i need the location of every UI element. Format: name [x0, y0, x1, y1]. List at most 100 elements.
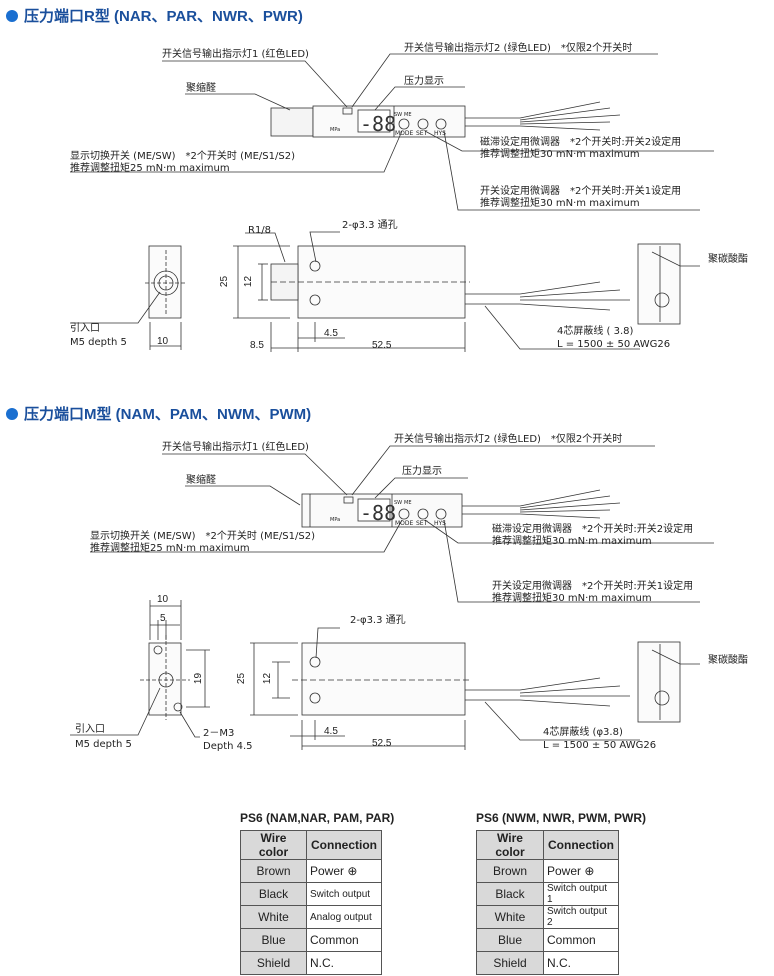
m-cable-length-label: L = 1500 ± 50 AWG26 [543, 740, 657, 751]
svg-text:-88: -88 [360, 501, 396, 525]
r-dim-length: 52.5 [372, 340, 392, 351]
r-inlet-label: 引入口 [70, 323, 100, 334]
r-side-material-label: 聚碳酸酯 [708, 254, 748, 265]
connection: Common [306, 928, 382, 952]
m-holes-label: 2-φ3.3 通孔 [350, 615, 406, 626]
wire-color: Black [240, 882, 307, 906]
m-inlet-label: 引入口 [75, 724, 105, 735]
bullet-icon [6, 408, 18, 420]
m-dim-mount-pitch: 19 [193, 672, 205, 685]
wire-color: Black [476, 882, 544, 906]
r-mode-switch-label: 显示切换开关 (ME/SW) *2个开关时 (ME/S1/S2) [70, 151, 295, 162]
table2-title: PS6 (NWM, NWR, PWM, PWR) [476, 811, 646, 825]
r-led2-label: 开关信号输出指示灯2 (绿色LED) *仅限2个开关时 [404, 43, 633, 54]
r-me-label: ME [404, 112, 412, 118]
m-mount-depth-label: Depth 4.5 [203, 741, 253, 752]
connection: Switch output [306, 882, 382, 906]
r-cable-label: 4芯屏蔽线 ( 3.8) [557, 326, 634, 337]
m-led1-label: 开关信号输出指示灯1 (红色LED) [162, 442, 309, 453]
connection: Power ⊕ [543, 859, 619, 883]
m-dim-hole-spacing: 5 [160, 613, 166, 624]
m-hys-label: HYS [434, 520, 446, 527]
m-dim-port: 12 [262, 672, 274, 685]
r-pressure-display-label: 压力显示 [404, 76, 444, 87]
m-dim-length: 52.5 [372, 738, 392, 749]
r-inlet-spec-label: M5 depth 5 [70, 337, 127, 348]
m-pressure-display-label: 压力显示 [402, 466, 442, 477]
r-dim-port: 12 [243, 275, 255, 288]
bullet-icon [6, 10, 18, 22]
connection: Power ⊕ [306, 859, 382, 883]
r-thread-label: R1/8 [248, 225, 272, 236]
connection: Switch output 2 [543, 905, 619, 929]
m-sw-label: SW [394, 500, 403, 506]
wire-color: White [240, 905, 307, 929]
section-r-title: 压力端口R型 (NAR、PAR、NWR、PWR) [6, 5, 303, 26]
m-dim-width: 10 [157, 594, 169, 605]
m-mode-label: MODE [395, 520, 414, 527]
svg-text:-88: -88 [360, 112, 396, 136]
m-side-material-label: 聚碳酸酯 [708, 655, 748, 666]
section-m-title: 压力端口M型 (NAM、PAM、NWM、PWM) [6, 403, 311, 424]
r-hys-torque-label: 推荐调整扭矩30 mN·m maximum [480, 149, 640, 160]
r-dim-width: 10 [157, 336, 169, 347]
m-mode-switch-label: 显示切换开关 (ME/SW) *2个开关时 (ME/S1/S2) [90, 531, 315, 542]
wire-color: White [476, 905, 544, 929]
m-dim-height: 25 [236, 672, 248, 685]
connection: Switch output 1 [543, 882, 619, 906]
wire-color: Brown [240, 859, 307, 883]
r-set-label: SET [416, 130, 428, 137]
m-set-pot-label: 开关设定用微调器 *2个开关时:开关1设定用 [492, 581, 694, 592]
r-led1-label: 开关信号输出指示灯1 (红色LED) [162, 49, 309, 60]
connection: Common [543, 928, 619, 952]
m-hys-torque-label: 推荐调整扭矩30 mN·m maximum [492, 536, 652, 547]
m-me-label: ME [404, 500, 412, 506]
m-housing-label: 聚缩醛 [186, 475, 216, 486]
wire-color: Blue [240, 928, 307, 952]
wire-color: Brown [476, 859, 544, 883]
m-mpa-label: MPa [330, 517, 341, 523]
m-dim-hole-offset: 4.5 [324, 726, 338, 737]
m-set-torque-label: 推荐调整扭矩30 mN·m maximum [492, 593, 652, 604]
r-dim-thread-length: 8.5 [250, 340, 264, 351]
r-set-pot-label: 开关设定用微调器 *2个开关时:开关1设定用 [480, 186, 682, 197]
m-mount-label: 2－M3 [203, 728, 235, 739]
r-mpa-label: MPa [330, 127, 341, 133]
connection: N.C. [306, 951, 382, 975]
r-hys-pot-label: 磁滞设定用微调器 *2个开关时:开关2设定用 [480, 137, 682, 148]
r-housing-label: 聚缩醛 [186, 83, 216, 94]
r-cable-length-label: L = 1500 ± 50 AWG26 [557, 339, 671, 350]
r-set-torque-label: 推荐调整扭矩30 mN·m maximum [480, 198, 640, 209]
header-connection: Connection [543, 830, 619, 860]
r-holes-label: 2-φ3.3 通孔 [342, 220, 398, 231]
m-cable-label: 4芯屏蔽线 (φ3.8) [543, 727, 623, 738]
connection: N.C. [543, 951, 619, 975]
wire-color: Blue [476, 928, 544, 952]
r-sw-label: SW [394, 112, 403, 118]
m-led2-label: 开关信号输出指示灯2 (绿色LED) *仅限2个开关时 [394, 434, 623, 445]
r-dim-height: 25 [219, 275, 231, 288]
header-connection: Connection [306, 830, 382, 860]
m-inlet-spec-label: M5 depth 5 [75, 739, 132, 750]
header-wire-color: Wire color [240, 830, 307, 860]
connection: Analog output [306, 905, 382, 929]
header-wire-color: Wire color [476, 830, 544, 860]
wire-color: Shield [476, 951, 544, 975]
r-mode-label: MODE [395, 130, 414, 137]
r-dim-hole-offset: 4.5 [324, 328, 338, 339]
r-mode-torque-label: 推荐调整扭矩25 mN·m maximum [70, 163, 230, 174]
m-mode-torque-label: 推荐调整扭矩25 mN·m maximum [90, 543, 250, 554]
